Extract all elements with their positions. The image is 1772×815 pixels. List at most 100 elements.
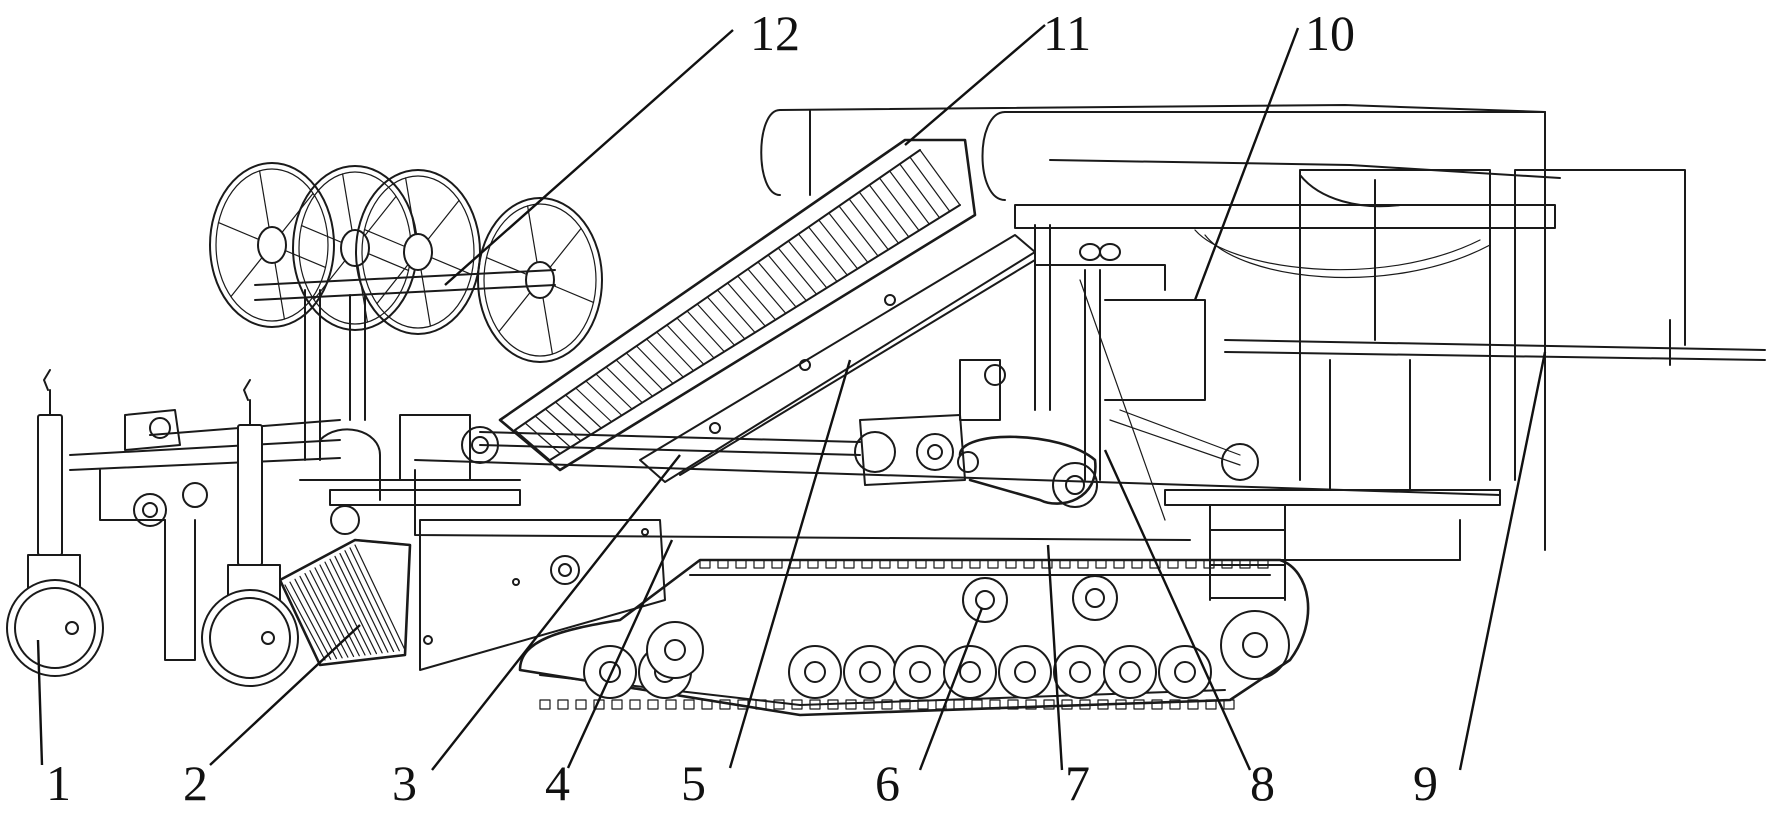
track-roller-hub — [1119, 661, 1141, 683]
track-roller-hub — [804, 661, 826, 683]
track-link — [1239, 559, 1251, 569]
track-link — [881, 699, 893, 710]
track-link — [575, 699, 587, 710]
reel-wheel — [477, 197, 603, 363]
track-link — [879, 559, 891, 569]
conveyor-slat — [889, 170, 930, 225]
conveyor-slat — [838, 205, 879, 257]
front-conveyor-slat — [329, 558, 378, 655]
track-link — [1023, 559, 1035, 569]
track-link — [809, 699, 821, 710]
track-link — [825, 559, 837, 569]
conveyor-slat — [696, 303, 736, 346]
track-link — [1041, 559, 1053, 569]
track-link — [611, 699, 623, 710]
track-roller — [1103, 645, 1157, 699]
track-link — [915, 559, 927, 569]
track-link — [861, 559, 873, 569]
conveyor-slat — [686, 310, 725, 353]
leader-6 — [918, 607, 984, 771]
reel-hub — [340, 229, 370, 267]
conveyor-slat — [615, 359, 654, 397]
callout-2: 2 — [183, 755, 208, 811]
crawler-track — [518, 558, 1310, 717]
conveyor-slat — [828, 212, 869, 263]
conveyor-slat — [747, 268, 787, 314]
reel-hub — [403, 233, 433, 271]
conveyor-slat — [808, 226, 848, 276]
track-link — [1223, 699, 1235, 710]
conveyor-slat — [899, 163, 941, 219]
callout-12: 12 — [750, 5, 800, 61]
track-link — [843, 559, 855, 569]
track-link — [1167, 559, 1179, 569]
track-roller — [583, 645, 637, 699]
front-conveyor-slat — [324, 561, 372, 655]
conveyor-slat — [787, 240, 828, 289]
front-digging-conveyor — [278, 538, 412, 667]
callout-7: 7 — [1065, 755, 1090, 811]
conveyor-slat — [646, 338, 684, 378]
front-conveyor-slat — [334, 555, 383, 654]
front-conveyor-slat — [339, 552, 389, 653]
track-link — [699, 559, 711, 569]
track-link — [701, 699, 713, 710]
leader-7 — [1046, 544, 1064, 771]
leader-12 — [444, 29, 734, 286]
track-link — [717, 559, 729, 569]
track-link — [1077, 559, 1089, 569]
front-conveyor-slat — [289, 581, 332, 660]
upper-housing — [760, 104, 1546, 561]
conveyor-slat — [605, 366, 643, 404]
leader-10 — [1193, 27, 1300, 301]
track-roller-hub — [959, 661, 981, 683]
conveyor-slat — [919, 149, 961, 206]
track-link — [953, 699, 965, 710]
track-roller — [998, 645, 1052, 699]
conveyor-slat — [666, 324, 705, 365]
leader-lines — [36, 24, 1547, 771]
track-roller — [788, 645, 842, 699]
front-conveyor-slat — [294, 578, 338, 660]
conveyor-slat — [797, 233, 838, 283]
conveyor-slat — [767, 254, 807, 302]
leader-8 — [1103, 449, 1252, 771]
track-roller-hub — [599, 661, 621, 683]
reel-wheel-inner — [361, 175, 475, 329]
reel-wheel — [209, 162, 335, 328]
conveyor-slat — [595, 373, 633, 410]
track-link — [755, 699, 767, 710]
track-link — [1079, 699, 1091, 710]
track-link — [1187, 699, 1199, 710]
track-link — [647, 699, 659, 710]
track-link — [969, 559, 981, 569]
track-link — [933, 559, 945, 569]
track-link — [1205, 699, 1217, 710]
track-roller-hub — [859, 661, 881, 683]
conveyor-slat — [585, 380, 623, 416]
callout-11: 11 — [1043, 5, 1092, 61]
conveyor-slat — [777, 247, 818, 295]
track-link — [1025, 699, 1037, 710]
track-link — [753, 559, 765, 569]
track-link — [951, 559, 963, 569]
track-link — [899, 699, 911, 710]
track-link — [1133, 699, 1145, 710]
conveyor-slat — [524, 422, 561, 455]
front-conveyor-slat — [309, 570, 355, 658]
leader-1 — [36, 639, 44, 766]
callout-4: 4 — [545, 755, 570, 811]
track-link — [807, 559, 819, 569]
conveyor-slat — [625, 352, 664, 391]
front-frame — [6, 369, 381, 687]
reel-wheels — [209, 162, 603, 461]
track-link — [719, 699, 731, 710]
leader-9 — [1458, 351, 1547, 771]
conveyor-slat — [909, 156, 951, 212]
conveyor-slat — [706, 296, 746, 340]
track-link — [845, 699, 857, 710]
track-roller — [843, 645, 897, 699]
track-link — [557, 699, 569, 710]
